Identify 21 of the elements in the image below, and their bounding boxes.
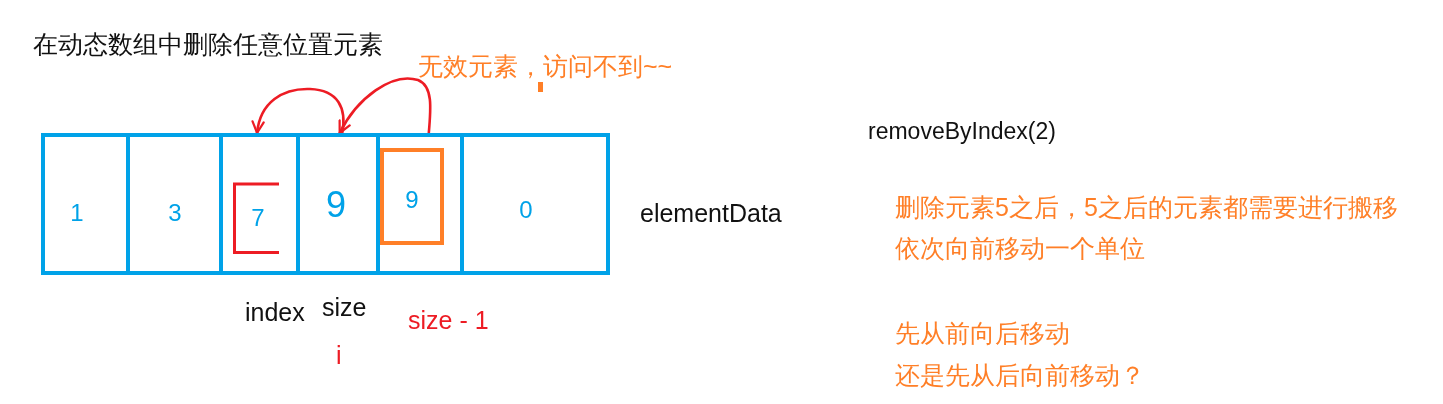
- curved-arrow: [338, 77, 432, 135]
- pointer-label: size - 1: [408, 305, 489, 335]
- note-text: 无效元素，访问不到~~: [418, 51, 673, 81]
- question-text: 先从前向后移动: [895, 318, 1070, 348]
- highlight-box: [380, 148, 444, 245]
- note-text: 依次向前移动一个单位: [895, 233, 1145, 263]
- diagram-title: 在动态数组中删除任意位置元素: [33, 29, 383, 59]
- cell-value: 0: [519, 196, 533, 224]
- question-text: 还是先从后向前移动？: [895, 360, 1145, 390]
- cell-value: 3: [168, 199, 182, 227]
- method-call-text: removeByIndex(2): [868, 117, 1056, 145]
- cell-value: 7: [251, 204, 265, 232]
- note-text: 删除元素5之后，5之后的元素都需要进行搬移: [895, 192, 1398, 222]
- loop-variable-label: i: [336, 340, 342, 370]
- array-name-label: elementData: [640, 198, 782, 228]
- pointer-label: index: [245, 297, 305, 327]
- curved-arrow: [252, 87, 345, 135]
- cell-value: 1: [70, 199, 84, 227]
- pointer-label: size: [322, 292, 367, 322]
- cell-value: 9: [326, 184, 346, 226]
- cell-value: 9: [405, 186, 419, 214]
